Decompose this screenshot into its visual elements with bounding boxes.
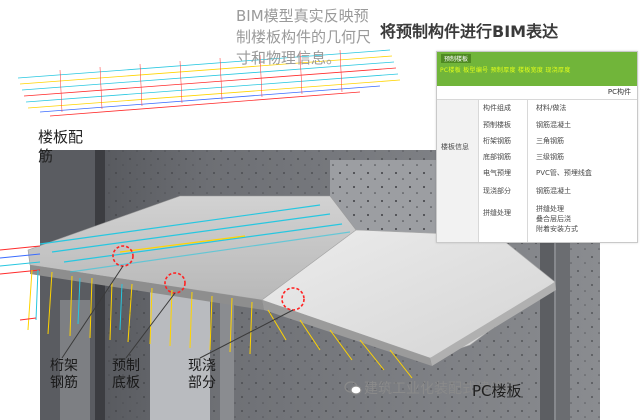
component-item: 电气预埋 — [483, 169, 511, 177]
pc-slab-label: PC楼板 — [472, 382, 522, 400]
panel-header: 预制楼板 PC楼板 板型编号 预制厚度 楼板宽度 现浇厚度 — [437, 52, 637, 86]
component-item: 构件组成 — [483, 104, 511, 112]
rebar-sketch-ticks — [59, 49, 343, 113]
component-item: 预制楼板 — [483, 121, 511, 129]
hanging-rebars — [19, 269, 413, 379]
component-item: 拼缝处理 — [483, 209, 511, 217]
leader-lines — [61, 265, 294, 359]
material-item: 材料/做法 — [536, 104, 567, 112]
edge-rebars — [0, 245, 41, 275]
material-item: 三级钢筋 — [536, 153, 564, 161]
material-item: PVC管、预埋线盒 — [536, 169, 592, 177]
material-item: 钢筋混凝土 — [536, 121, 571, 129]
model-description: BIM模型真实反映预制楼板构件的几何尺寸和物理信息。 — [236, 7, 372, 67]
component-item: 桁架钢筋 — [483, 137, 511, 145]
component-item: 现浇部分 — [483, 187, 511, 195]
precast-base-label: 预制 底板 — [112, 358, 140, 391]
panel-col-category: 楼板信息 — [437, 100, 479, 242]
panel-category-label: 楼板信息 — [441, 143, 469, 151]
panel-body: 楼板信息 构件组成 预制楼板 桁架钢筋 底部钢筋 电气预埋 现浇部分 拼缝处理 … — [437, 100, 637, 242]
cast-in-place-slab — [261, 229, 556, 366]
truss-rebar-label: 桁架 钢筋 — [50, 358, 78, 391]
watermark-text: 建筑工业化装配式建筑网 — [364, 381, 518, 397]
material-item: 三角钢筋 — [536, 137, 564, 145]
rebar-sketch-top — [17, 49, 401, 117]
material-item: 钢筋混凝土 — [536, 187, 571, 195]
slab-reinforcement-caption: 楼板配筋 — [38, 128, 84, 165]
panel-header-title: 预制楼板 — [441, 54, 472, 63]
slab-rebars — [39, 204, 351, 273]
page-title: 将预制构件进行BIM表达 — [380, 22, 559, 41]
panel-col-components: 构件组成 预制楼板 桁架钢筋 底部钢筋 电气预埋 现浇部分 拼缝处理 — [479, 100, 528, 242]
panel-subbar-label: PC构件 — [607, 88, 631, 96]
bim-component-panel: 预制楼板 PC楼板 板型编号 预制厚度 楼板宽度 现浇厚度 PC构件 楼板信息 … — [436, 51, 638, 243]
panel-header-fields: PC楼板 板型编号 预制厚度 楼板宽度 现浇厚度 — [440, 67, 571, 74]
material-item: 拼缝处理 叠合层后浇 附着安装方式 — [536, 205, 578, 233]
panel-col-materials: 材料/做法 钢筋混凝土 三角钢筋 三级钢筋 PVC管、预埋线盒 钢筋混凝土 拼缝… — [528, 100, 637, 242]
component-item: 底部钢筋 — [483, 153, 511, 161]
panel-subbar: PC构件 — [437, 86, 637, 100]
wechat-icon — [344, 381, 362, 395]
cast-in-place-label: 现浇 部分 — [188, 358, 216, 391]
